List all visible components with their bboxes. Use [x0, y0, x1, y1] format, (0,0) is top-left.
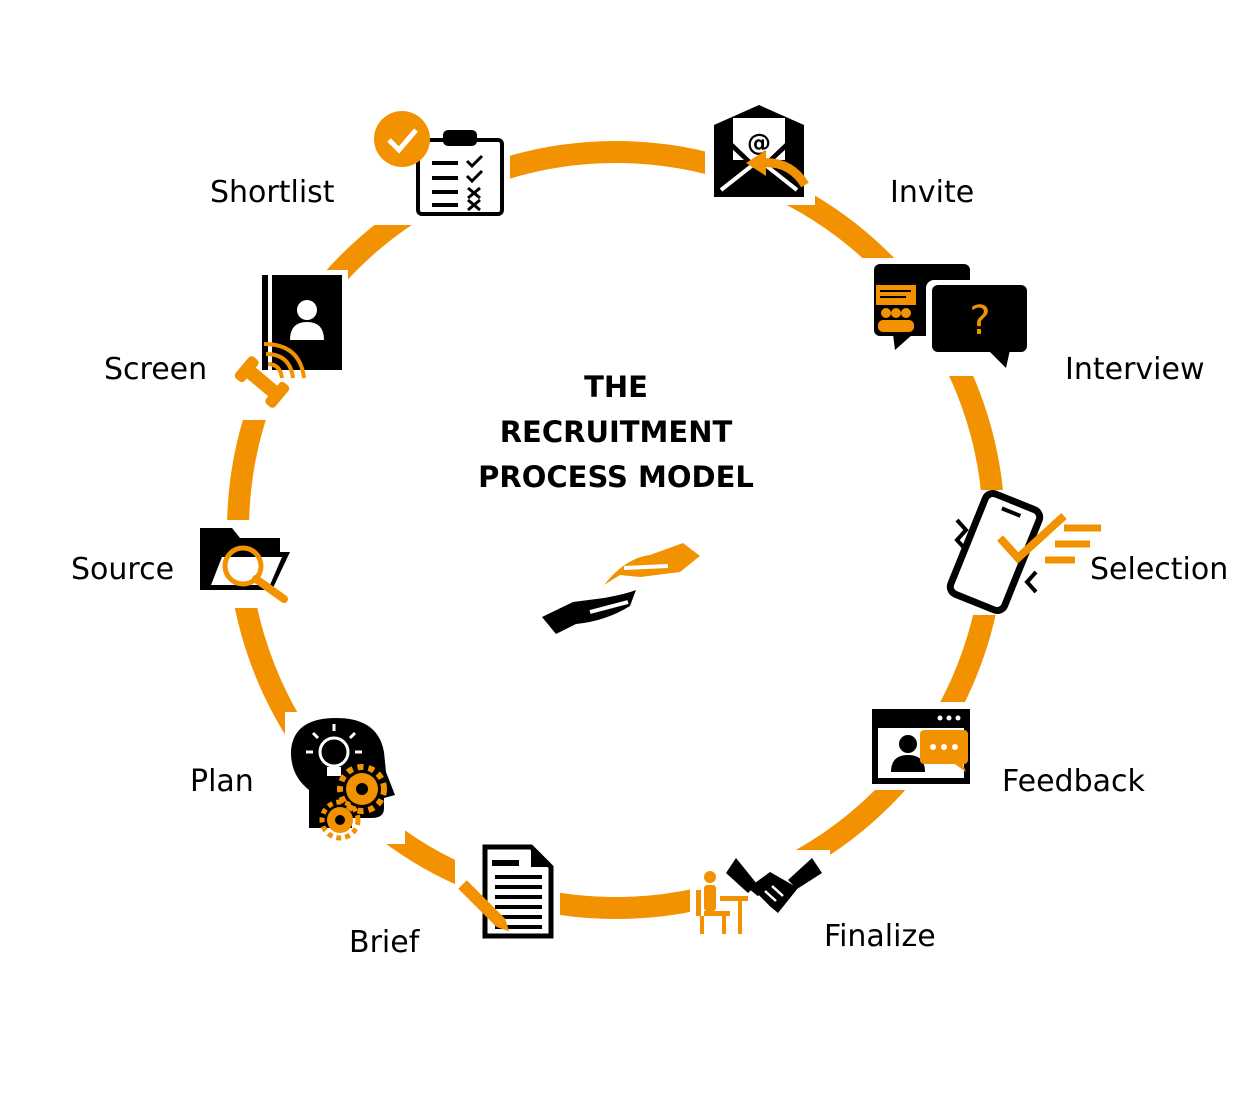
contact-book-phone-icon: [234, 275, 342, 408]
title-line-2: RECRUITMENT: [499, 415, 733, 449]
step-label-selection: Selection: [1090, 552, 1229, 587]
clipboard-checklist-icon: [374, 111, 504, 216]
title-line-1: THE: [584, 370, 648, 404]
step-label-plan: Plan: [190, 764, 254, 799]
step-label-finalize: Finalize: [824, 919, 936, 954]
document-pencil-icon: [458, 844, 554, 939]
step-label-screen: Screen: [104, 352, 208, 387]
title-line-3: PROCESS MODEL: [478, 460, 754, 494]
giving-hands-icon: [542, 543, 700, 634]
step-label-feedback: Feedback: [1002, 764, 1145, 799]
step-label-interview: Interview: [1065, 352, 1205, 387]
step-label-source: Source: [71, 552, 175, 587]
step-label-brief: Brief: [349, 925, 420, 960]
chat-bubbles-icon: ?: [874, 264, 1032, 368]
diagram-title: THE RECRUITMENT PROCESS MODEL: [440, 365, 792, 500]
email-envelope-icon: @: [714, 105, 809, 197]
folder-search-icon: [200, 528, 290, 603]
video-chat-icon: [872, 709, 970, 784]
svg-text:?: ?: [969, 298, 990, 344]
head-lightbulb-gears-icon: [290, 718, 395, 841]
svg-text:@: @: [747, 129, 771, 157]
step-label-invite: Invite: [890, 175, 975, 210]
handshake-icon: [696, 858, 822, 934]
phone-check-icon: [946, 489, 1101, 615]
step-label-shortlist: Shortlist: [210, 175, 335, 210]
